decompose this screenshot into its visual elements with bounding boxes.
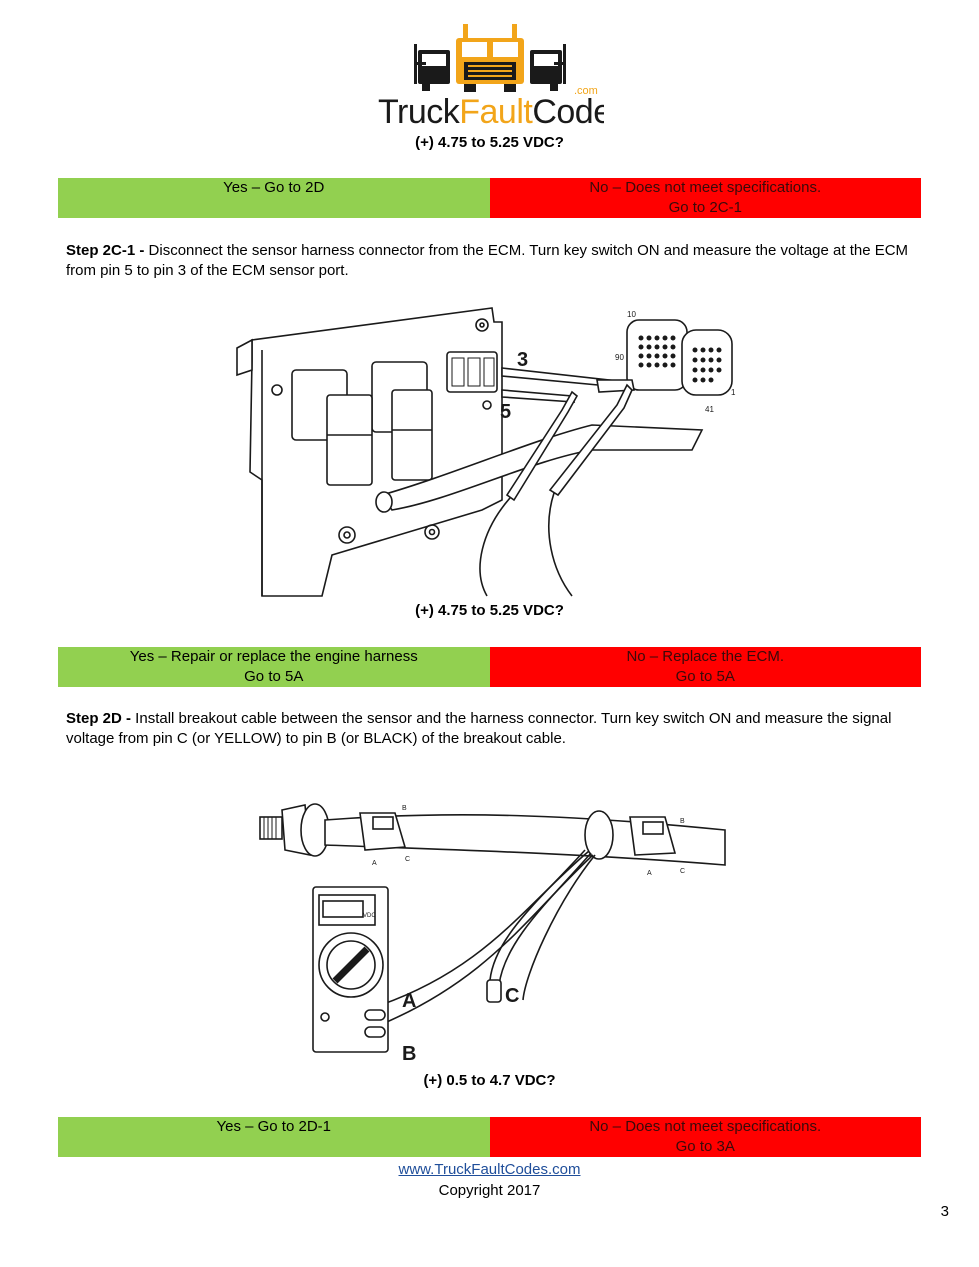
logo-word-codes: Codes	[532, 93, 604, 128]
logo-word-fault: Fault	[459, 93, 533, 128]
no-cell-1: No – Does not meet specifications. Go to…	[489, 178, 921, 218]
no-line: Go to 5A	[675, 668, 735, 685]
pin-label: C	[680, 868, 685, 875]
no-line: No – Does not meet specifications.	[589, 179, 822, 196]
conn-label: 90	[615, 353, 624, 362]
yes-line: Yes – Go to 2D	[223, 179, 325, 196]
step-2d: Step 2D - Install breakout cable between…	[66, 709, 916, 749]
ecm-diagram: 10 90 41 1 3 5	[232, 300, 752, 600]
no-cell-2: No – Replace the ECM. Go to 5A	[489, 647, 921, 687]
footer-copyright: Copyright 2017	[438, 1182, 541, 1199]
result-row-1: Yes – Go to 2D No – Does not meet specif…	[58, 178, 921, 218]
result-row-3: Yes – Go to 2D-1 No – Does not meet spec…	[58, 1117, 921, 1157]
question-2: (+) 4.75 to 5.25 VDC?	[415, 602, 564, 619]
breakout-diagram: B A C B A C VDC A B C	[255, 795, 735, 1065]
lead-c-label: C	[505, 985, 519, 1007]
logo-word-truck: Truck	[378, 93, 461, 128]
pin-label: C	[405, 856, 410, 863]
lead-a-label: A	[402, 990, 416, 1012]
yes-line: Yes – Repair or replace the engine harne…	[129, 648, 418, 665]
logo: TruckFaultCodes .com	[376, 20, 629, 131]
footer-link[interactable]: www.TruckFaultCodes.com	[398, 1161, 581, 1178]
conn-label: 10	[627, 310, 636, 319]
pin-label: B	[680, 818, 685, 825]
pin-3-label: 3	[517, 349, 528, 371]
logo-suffix: .com	[574, 85, 598, 97]
page-number: 3	[940, 1203, 949, 1220]
step-2d-text: Install breakout cable between the senso…	[66, 710, 892, 747]
no-cell-3: No – Does not meet specifications. Go to…	[489, 1117, 921, 1157]
question-3: (+) 0.5 to 4.7 VDC?	[423, 1072, 556, 1089]
pin-label: B	[402, 805, 407, 812]
step-2c1-label: Step 2C-1 -	[66, 242, 145, 259]
no-line: Go to 3A	[675, 1138, 735, 1155]
no-line: No – Replace the ECM.	[626, 648, 785, 665]
yes-cell-3: Yes – Go to 2D-1	[58, 1117, 490, 1157]
yes-cell-1: Yes – Go to 2D	[58, 178, 490, 218]
no-line: No – Does not meet specifications.	[589, 1118, 822, 1135]
truck-logo-icon: TruckFaultCodes .com	[378, 24, 629, 131]
pin-label: A	[372, 860, 377, 867]
pin-label: A	[647, 870, 652, 877]
pin-5-label: 5	[500, 401, 511, 423]
step-2c1: Step 2C-1 - Disconnect the sensor harnes…	[66, 241, 916, 281]
lead-b-label: B	[402, 1043, 416, 1065]
conn-label: 41	[705, 405, 714, 414]
result-row-2: Yes – Repair or replace the engine harne…	[58, 647, 921, 687]
no-line: Go to 2C-1	[668, 199, 742, 216]
yes-line: Yes – Go to 2D-1	[216, 1118, 331, 1135]
conn-label: 1	[731, 388, 736, 397]
svg-text:TruckFaultCodes: TruckFaultCodes	[378, 93, 604, 128]
yes-cell-2: Yes – Repair or replace the engine harne…	[58, 647, 490, 687]
step-2c1-text: Disconnect the sensor harness connector …	[66, 242, 909, 279]
step-2d-label: Step 2D -	[66, 710, 132, 727]
question-1: (+) 4.75 to 5.25 VDC?	[415, 134, 564, 151]
meter-unit: VDC	[363, 913, 376, 919]
yes-line: Go to 5A	[244, 668, 304, 685]
